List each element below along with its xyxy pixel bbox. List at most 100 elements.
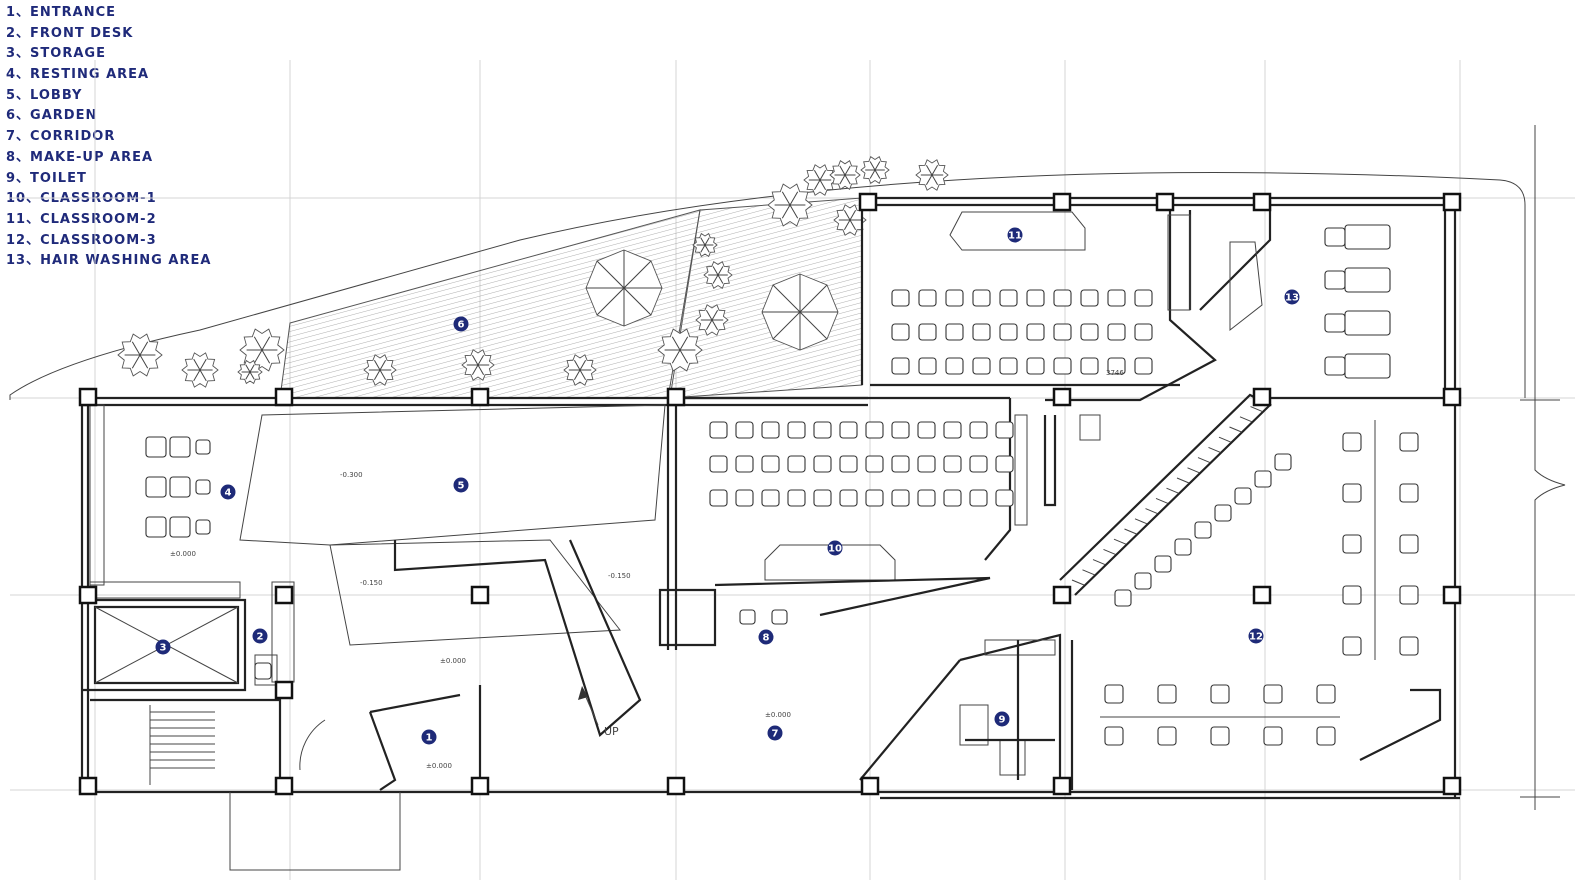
chair: [169, 476, 191, 498]
chair: [1134, 572, 1152, 590]
column: [78, 387, 98, 407]
structural-columns: [78, 192, 1462, 796]
tree-icon: [657, 328, 703, 372]
chair: [999, 323, 1018, 341]
counter-divider: [1103, 548, 1116, 555]
chair: [169, 516, 191, 538]
garden-zone: [279, 197, 863, 399]
chair: [995, 421, 1014, 439]
chair: [1104, 684, 1124, 704]
chair: [1342, 636, 1362, 656]
chair: [709, 455, 728, 473]
legend-item: 1、ENTRANCE: [6, 5, 117, 20]
column: [1155, 192, 1175, 212]
tree-icon: [239, 328, 285, 372]
chair: [1134, 357, 1153, 375]
column: [470, 387, 490, 407]
chair: [945, 289, 964, 307]
chair: [1234, 487, 1252, 505]
chair: [1344, 224, 1391, 250]
chair: [943, 489, 962, 507]
room-marker-dot: [1007, 227, 1023, 243]
legend-item: 4、RESTING AREA: [6, 67, 150, 83]
chair: [145, 436, 167, 458]
chair: [1154, 555, 1172, 573]
chair: [1399, 534, 1419, 554]
level-mark-entrance: ±0.000: [426, 762, 452, 770]
column: [78, 585, 98, 605]
level-mark-hall: ±0.000: [440, 657, 466, 665]
counter-divider: [1208, 446, 1221, 453]
room-marker-number: 9: [999, 715, 1006, 726]
chair: [1114, 589, 1132, 607]
chair: [1107, 323, 1126, 341]
chair: [145, 516, 167, 538]
chair: [1210, 684, 1230, 704]
room-marker-dot: [758, 629, 774, 645]
chair: [972, 289, 991, 307]
counter-divider: [1250, 406, 1263, 413]
chair: [1026, 357, 1045, 375]
room-marker-number: 12: [1249, 632, 1263, 643]
chair: [999, 289, 1018, 307]
chair: [1263, 684, 1283, 704]
level-mark-resting: ±0.000: [170, 550, 196, 558]
chair: [1053, 323, 1072, 341]
chair: [891, 323, 910, 341]
level-mark-corridor: ±0.000: [765, 711, 791, 719]
chair: [891, 289, 910, 307]
chair: [1324, 227, 1346, 247]
chair: [917, 455, 936, 473]
legend-item: 7、CORRIDOR: [6, 129, 116, 145]
room-marker: 9: [994, 711, 1010, 727]
chair: [771, 609, 788, 625]
column: [1052, 192, 1072, 212]
tree-icon: [703, 261, 733, 289]
tree-icon: [117, 333, 163, 377]
chair: [709, 421, 728, 439]
chair: [195, 439, 211, 455]
legend-item: 2、FRONT DESK: [6, 25, 134, 41]
chair: [972, 323, 991, 341]
room-marker-number: 5: [458, 481, 465, 492]
chair: [1399, 483, 1419, 503]
chair: [1344, 310, 1391, 336]
chair: [709, 489, 728, 507]
column: [1052, 585, 1072, 605]
chair: [918, 289, 937, 307]
chair: [969, 455, 988, 473]
column: [470, 776, 490, 796]
chair: [1107, 357, 1126, 375]
tree-icon: [833, 204, 867, 236]
chair: [1316, 684, 1336, 704]
column: [666, 387, 686, 407]
column: [274, 387, 294, 407]
chair: [995, 489, 1014, 507]
column: [858, 192, 878, 212]
chair: [1134, 289, 1153, 307]
chair: [918, 357, 937, 375]
counter-divider: [1124, 528, 1137, 535]
site-outline: [9, 125, 1566, 810]
chair: [813, 421, 832, 439]
legend-item: 12、CLASSROOM-3: [6, 232, 157, 248]
room-marker: 13: [1284, 289, 1300, 305]
column: [274, 585, 294, 605]
column: [78, 776, 98, 796]
chair: [195, 519, 211, 535]
counter-divider: [1134, 518, 1148, 525]
room-marker-number: 7: [772, 729, 779, 740]
chair: [917, 421, 936, 439]
chair: [1053, 357, 1072, 375]
level-mark-lobby: -0.300: [340, 471, 363, 479]
counter-divider: [1229, 426, 1242, 433]
room-marker-dot: [155, 639, 171, 655]
room-marker-dot: [1284, 289, 1300, 305]
chair: [1080, 323, 1099, 341]
column: [1052, 776, 1072, 796]
chair: [1342, 534, 1362, 554]
column: [666, 776, 686, 796]
chair: [918, 323, 937, 341]
legend-item: 5、LOBBY: [6, 87, 83, 103]
chair: [1254, 470, 1272, 488]
